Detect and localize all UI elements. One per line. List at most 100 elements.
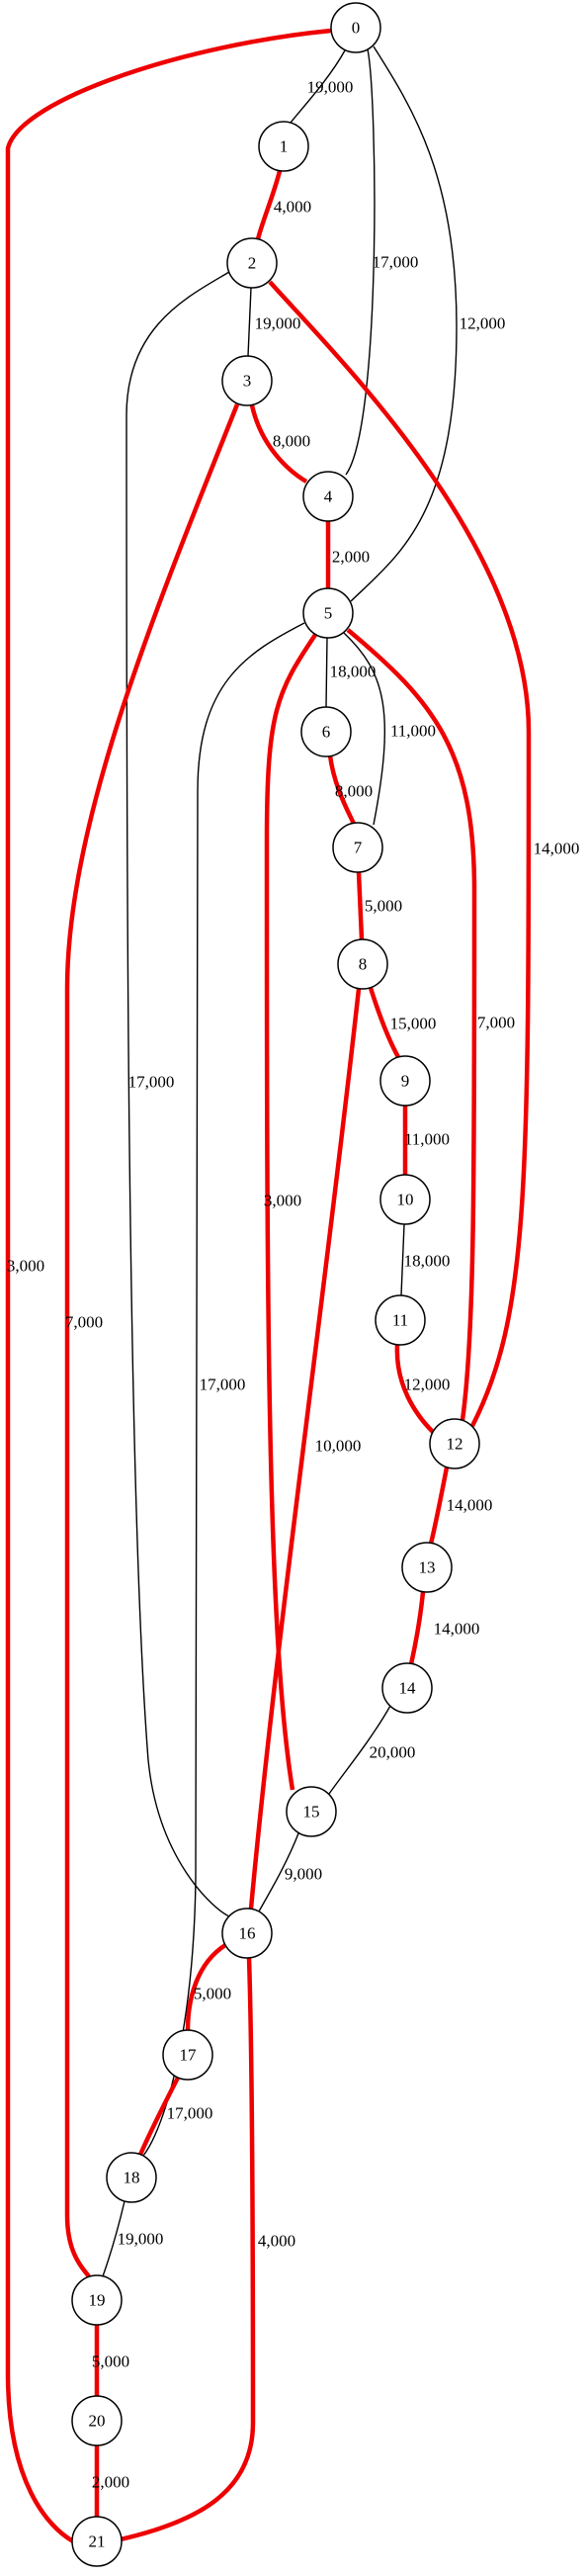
node-21: 21 — [71, 2516, 123, 2567]
edge-line-8-9 — [368, 987, 400, 1059]
edge-13-14 — [408, 1591, 426, 1665]
edge-line-11-12 — [394, 1344, 435, 1434]
node-label-1: 1 — [280, 137, 289, 156]
node-0: 0 — [330, 2, 381, 53]
edge-line-0-5 — [350, 45, 458, 602]
edge-line-0-4 — [345, 48, 376, 476]
edge-label-9-10: 11,000 — [404, 1130, 450, 1149]
edge-6-7 — [327, 755, 357, 825]
edge-line-7-8 — [356, 871, 365, 940]
edge-2-16 — [126, 271, 230, 1917]
edge-line-0-1 — [290, 49, 346, 124]
node-circle-19 — [71, 2274, 123, 2326]
edge-label-13-14: 14,000 — [434, 1620, 480, 1639]
node-2: 2 — [226, 237, 278, 289]
node-9: 9 — [379, 1055, 431, 1107]
node-label-17: 17 — [180, 2046, 198, 2065]
edge-label-8-16: 10,000 — [315, 1437, 362, 1456]
edge-0-5 — [350, 45, 458, 602]
edge-line-6-7 — [327, 755, 357, 825]
edge-2-12 — [268, 280, 532, 1428]
edge-label-16-21: 4,000 — [258, 2232, 295, 2251]
node-label-6: 6 — [322, 723, 331, 742]
edge-label-7-8: 5,000 — [365, 897, 402, 916]
node-label-19: 19 — [89, 2291, 106, 2310]
edge-label-5-18: 17,000 — [200, 1376, 246, 1394]
edge-line-5-6 — [325, 637, 328, 708]
node-circle-0 — [330, 2, 381, 53]
node-label-20: 20 — [89, 2412, 106, 2431]
node-4: 4 — [302, 471, 354, 522]
node-circle-9 — [379, 1055, 431, 1107]
edge-12-13 — [428, 1466, 450, 1545]
edge-label-18-19: 19,000 — [118, 2230, 164, 2249]
node-16: 16 — [221, 1908, 273, 1959]
node-label-2: 2 — [248, 254, 257, 273]
node-6: 6 — [300, 706, 352, 757]
edge-2-3 — [247, 287, 252, 357]
edge-5-6 — [325, 637, 328, 708]
edge-line-3-4 — [249, 404, 308, 484]
node-label-16: 16 — [239, 1924, 256, 1943]
edge-label-8-9: 15,000 — [390, 1015, 437, 1033]
node-circle-2 — [226, 237, 278, 289]
edge-line-18-19 — [102, 2200, 126, 2277]
edge-label-1-2: 4,000 — [274, 198, 311, 217]
edge-line-0-21 — [5, 28, 332, 2543]
node-7: 7 — [332, 822, 383, 873]
edge-label-15-16: 9,000 — [285, 1865, 322, 1884]
edge-labels-layer: 19,00017,00012,0003,0004,00019,00014,000… — [7, 78, 580, 2492]
edge-label-10-11: 18,000 — [404, 1252, 451, 1271]
node-circle-21 — [71, 2516, 123, 2567]
edge-8-9 — [368, 987, 400, 1059]
node-circle-4 — [302, 471, 354, 522]
node-8: 8 — [337, 938, 388, 990]
node-circle-6 — [300, 706, 352, 757]
node-label-12: 12 — [447, 1435, 463, 1454]
edge-line-2-16 — [126, 271, 230, 1917]
node-17: 17 — [162, 2029, 213, 2081]
node-1: 1 — [258, 121, 309, 172]
node-14: 14 — [381, 1662, 433, 1714]
edge-0-21 — [5, 28, 332, 2543]
node-18: 18 — [106, 2152, 157, 2203]
edge-label-0-21: 3,000 — [7, 1257, 44, 1276]
node-circle-5 — [302, 587, 354, 639]
node-11: 11 — [375, 1294, 426, 1346]
node-10: 10 — [379, 1174, 431, 1225]
node-label-10: 10 — [397, 1191, 414, 1209]
edge-label-12-13: 14,000 — [447, 1496, 493, 1515]
edge-0-4 — [345, 48, 376, 476]
edge-line-5-7 — [343, 632, 386, 826]
edge-line-16-17 — [185, 1943, 227, 2031]
node-label-11: 11 — [392, 1311, 408, 1330]
node-circle-14 — [381, 1662, 433, 1714]
edge-16-17 — [185, 1943, 227, 2031]
node-circle-15 — [286, 1786, 337, 1837]
edge-label-17-18: 17,000 — [167, 2104, 213, 2123]
edge-label-2-12: 14,000 — [534, 840, 580, 858]
node-circle-3 — [221, 355, 273, 406]
edge-line-13-14 — [408, 1591, 426, 1665]
edge-line-12-13 — [428, 1466, 450, 1545]
edge-line-5-12 — [346, 628, 477, 1421]
edge-label-4-5: 2,000 — [332, 548, 370, 567]
edge-label-0-1: 19,000 — [307, 78, 354, 97]
node-3: 3 — [221, 355, 273, 406]
node-20: 20 — [71, 2395, 123, 2446]
edge-15-16 — [258, 1832, 299, 1912]
node-13: 13 — [401, 1542, 453, 1593]
edge-label-5-12: 7,000 — [477, 1014, 515, 1032]
edge-7-8 — [356, 871, 365, 940]
edge-label-0-5: 12,000 — [460, 314, 506, 333]
node-label-5: 5 — [324, 604, 333, 623]
node-label-0: 0 — [352, 19, 361, 38]
edge-label-2-16: 17,000 — [128, 1073, 175, 1092]
edge-line-14-15 — [328, 1705, 391, 1795]
edge-label-20-21: 2,000 — [92, 2473, 129, 2492]
node-label-21: 21 — [89, 2532, 106, 2551]
node-label-3: 3 — [243, 372, 252, 391]
edge-5-15 — [264, 633, 317, 1791]
edge-line-2-3 — [247, 287, 252, 357]
